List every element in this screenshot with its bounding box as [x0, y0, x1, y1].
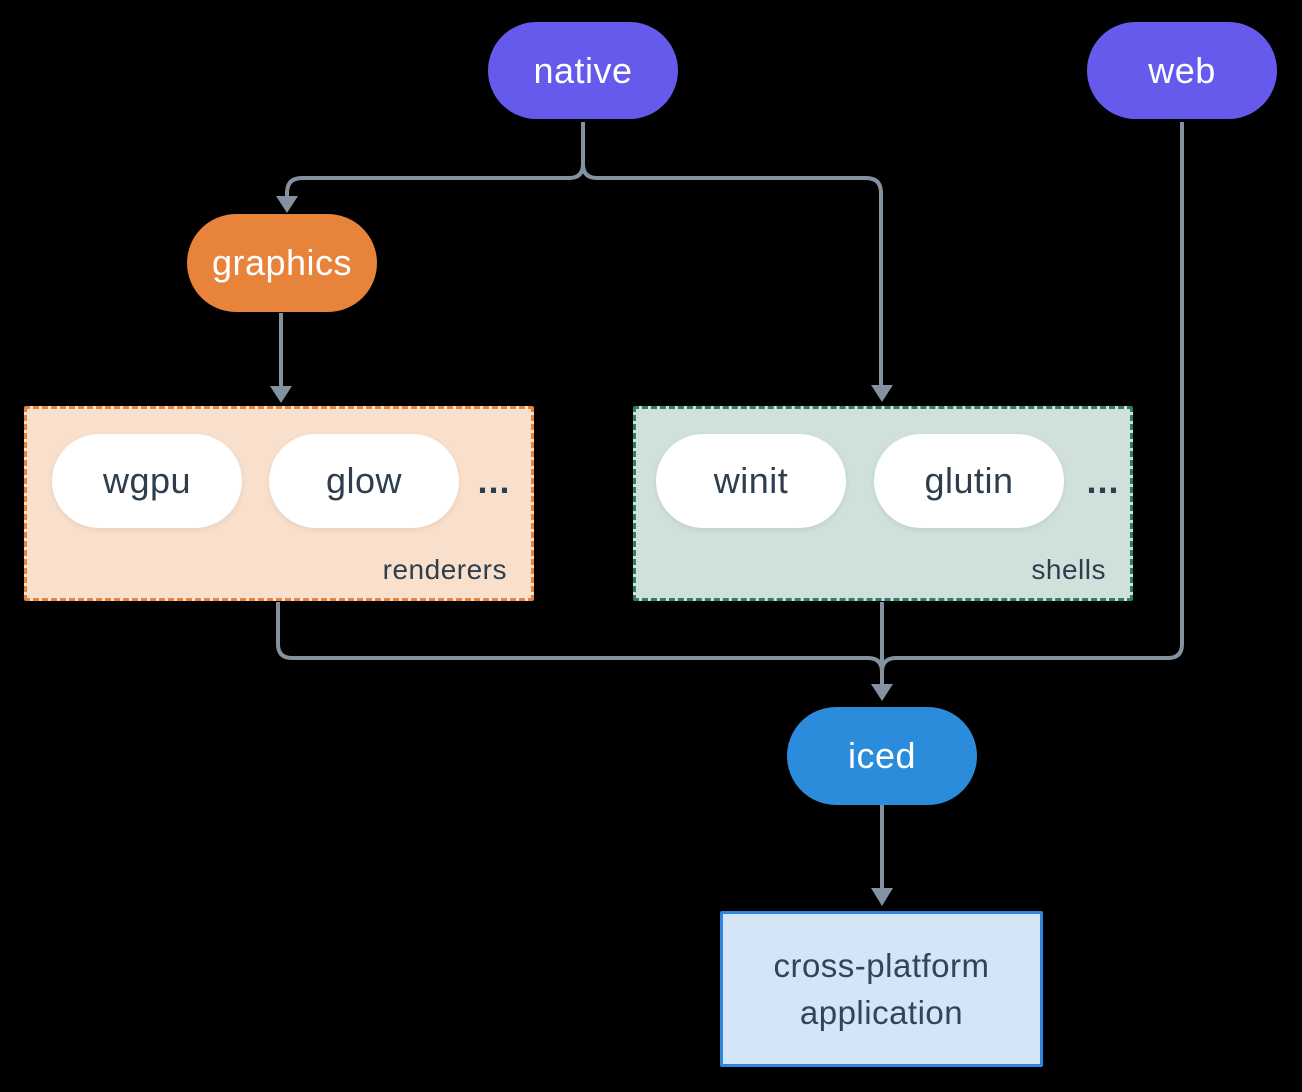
node-native: native [488, 22, 678, 119]
arrowhead-into-shells [871, 385, 893, 402]
app-label-line1: cross-platform [773, 947, 990, 984]
node-glutin-label: glutin [924, 460, 1014, 501]
arrowhead-into-graphics [276, 196, 298, 213]
edge-native-to-graphics [285, 163, 585, 197]
node-wgpu: wgpu [52, 434, 242, 528]
arrowhead-into-iced [871, 684, 893, 701]
node-graphics: graphics [187, 214, 377, 312]
node-glutin: glutin [874, 434, 1064, 528]
app-label-line2: application [799, 994, 964, 1031]
shells-group-label: shells [1031, 554, 1106, 585]
node-glow-label: glow [325, 460, 403, 501]
group-shells: winit glutin ... shells [633, 406, 1133, 601]
edge-native-to-shells [581, 163, 883, 385]
arrowhead-into-renderers [270, 386, 292, 403]
node-winit: winit [656, 434, 846, 528]
node-glow: glow [269, 434, 459, 528]
node-cross-platform-application: cross-platform application [720, 911, 1043, 1067]
renderers-group-label: renderers [382, 554, 507, 585]
node-winit-label: winit [713, 460, 789, 501]
group-renderers: wgpu glow ... renderers [24, 406, 534, 601]
node-iced: iced [787, 707, 977, 805]
renderers-ellipsis: ... [477, 460, 511, 501]
node-web-label: web [1148, 49, 1216, 91]
node-web: web [1087, 22, 1277, 119]
arrowhead-into-app [871, 888, 893, 906]
node-iced-label: iced [847, 735, 917, 776]
shells-ellipsis: ... [1086, 460, 1120, 501]
edge-renderers-to-iced [276, 602, 884, 673]
node-native-label: native [533, 49, 633, 91]
node-graphics-label: graphics [211, 242, 353, 283]
node-wgpu-label: wgpu [102, 460, 192, 501]
